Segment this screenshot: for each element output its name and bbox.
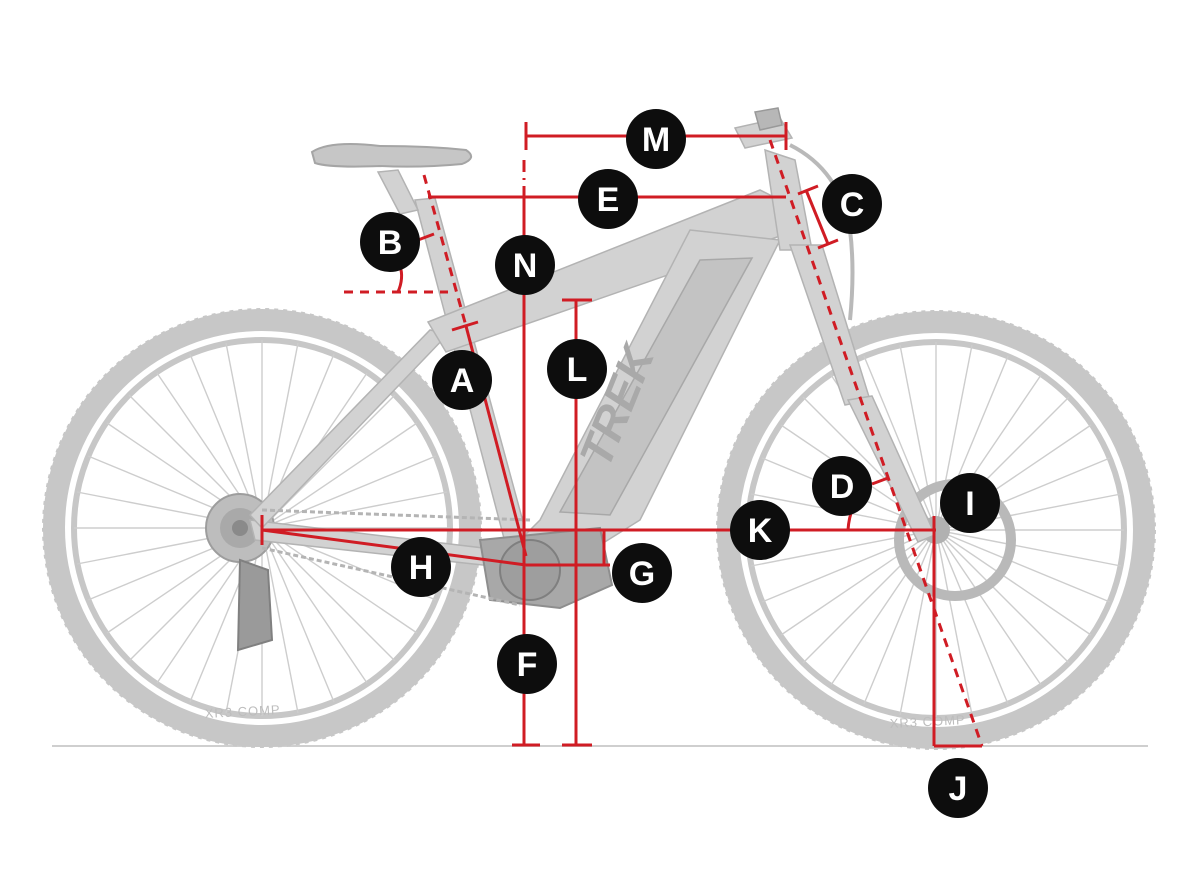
svg-text:A: A bbox=[450, 362, 475, 400]
svg-text:D: D bbox=[830, 468, 855, 506]
label-badge-g: G bbox=[612, 543, 672, 603]
label-badge-n: N bbox=[495, 235, 555, 295]
label-badge-h: H bbox=[391, 537, 451, 597]
svg-text:G: G bbox=[629, 555, 655, 593]
svg-text:M: M bbox=[642, 121, 670, 159]
label-badge-f: F bbox=[497, 634, 557, 694]
svg-text:N: N bbox=[513, 247, 538, 285]
svg-text:K: K bbox=[748, 512, 773, 550]
label-badge-a: A bbox=[432, 350, 492, 410]
svg-text:J: J bbox=[949, 770, 968, 808]
svg-text:B: B bbox=[378, 224, 403, 262]
label-badge-j: J bbox=[928, 758, 988, 818]
label-badge-l: L bbox=[547, 339, 607, 399]
rear-tire-label: XR3 COMP bbox=[204, 702, 281, 721]
label-badge-k: K bbox=[730, 500, 790, 560]
svg-text:I: I bbox=[965, 485, 974, 523]
front-tire-label: XR3 COMP bbox=[889, 712, 966, 731]
label-badge-d: D bbox=[812, 456, 872, 516]
label-badge-c: C bbox=[822, 174, 882, 234]
svg-text:E: E bbox=[597, 181, 620, 219]
label-badge-e: E bbox=[578, 169, 638, 229]
svg-text:C: C bbox=[840, 186, 865, 224]
label-badge-m: M bbox=[626, 109, 686, 169]
svg-text:F: F bbox=[517, 646, 538, 684]
svg-text:H: H bbox=[409, 549, 434, 587]
svg-text:L: L bbox=[567, 351, 588, 389]
label-badge-i: I bbox=[940, 473, 1000, 533]
label-badge-b: B bbox=[360, 212, 420, 272]
